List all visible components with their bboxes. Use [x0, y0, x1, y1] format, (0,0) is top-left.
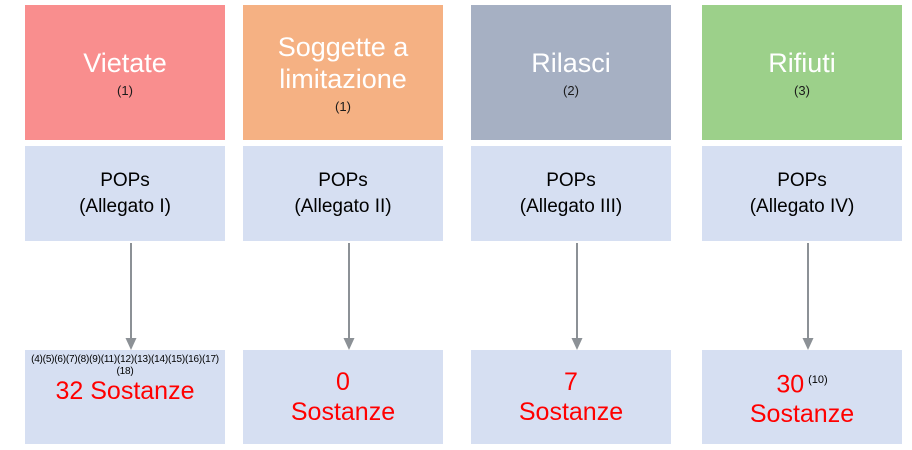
annex-box-i: POPs (Allegato I): [25, 146, 225, 241]
annex-box-iv: POPs (Allegato IV): [702, 146, 902, 241]
annex-reference: (Allegato I): [79, 195, 171, 217]
annex-label: POPs: [318, 169, 368, 191]
diagram-column-vietate: Vietate (1) POPs (Allegato I) (4)(5)(6)(…: [25, 0, 225, 450]
annex-label: POPs: [546, 169, 596, 191]
arrow-down-icon: [125, 243, 137, 350]
diagram-column-rilasci: Rilasci (2) POPs (Allegato III) 7 Sostan…: [471, 0, 671, 450]
category-footnote: (2): [563, 82, 579, 98]
result-count: 30: [776, 370, 805, 399]
result-footnote-refs: (4)(5)(6)(7)(8)(9)(11)(12)(13)(14)(15)(1…: [31, 354, 219, 377]
arrow-down-icon: [343, 243, 355, 350]
category-title: Soggette a limitazione: [277, 31, 409, 94]
category-footnote: (1): [117, 82, 133, 98]
category-header-soggette-a-limitazione: Soggette a limitazione (1): [243, 5, 443, 140]
annex-reference: (Allegato IV): [749, 195, 855, 217]
annex-box-iii: POPs (Allegato III): [471, 146, 671, 241]
category-footnote: (1): [335, 98, 351, 114]
arrow-down-icon: [571, 243, 583, 350]
category-title: Rifiuti: [768, 47, 836, 78]
category-title: Rilasci: [531, 47, 611, 78]
result-unit: Sostanze: [749, 400, 855, 429]
result-count-wrapper: 30(10): [776, 365, 827, 399]
category-header-rilasci: Rilasci (2): [471, 5, 671, 140]
result-count: 32 Sostanze: [55, 377, 195, 405]
result-unit: Sostanze: [290, 398, 396, 426]
result-count: 7: [564, 368, 578, 396]
category-header-vietate: Vietate (1): [25, 5, 225, 140]
annex-label: POPs: [100, 169, 150, 191]
diagram-column-soggette-a-limitazione: Soggette a limitazione (1) POPs (Allegat…: [243, 0, 443, 450]
result-count: 0: [336, 368, 350, 396]
result-unit: Sostanze: [518, 398, 624, 426]
annex-label: POPs: [777, 169, 827, 191]
result-box-vietate: (4)(5)(6)(7)(8)(9)(11)(12)(13)(14)(15)(1…: [25, 350, 225, 444]
category-title: Vietate: [83, 47, 167, 78]
result-footnote-ref: (10): [808, 373, 828, 386]
result-box-rilasci: 7 Sostanze: [471, 350, 671, 444]
diagram-column-rifiuti: Rifiuti (3) POPs (Allegato IV) 30(10) So…: [702, 0, 902, 450]
result-box-rifiuti: 30(10) Sostanze: [702, 350, 902, 444]
result-box-soggette-a-limitazione: 0 Sostanze: [243, 350, 443, 444]
arrow-down-icon: [802, 243, 814, 350]
category-header-rifiuti: Rifiuti (3): [702, 5, 902, 140]
annex-reference: (Allegato III): [519, 195, 623, 217]
category-footnote: (3): [794, 82, 810, 98]
annex-reference: (Allegato II): [294, 195, 392, 217]
annex-box-ii: POPs (Allegato II): [243, 146, 443, 241]
